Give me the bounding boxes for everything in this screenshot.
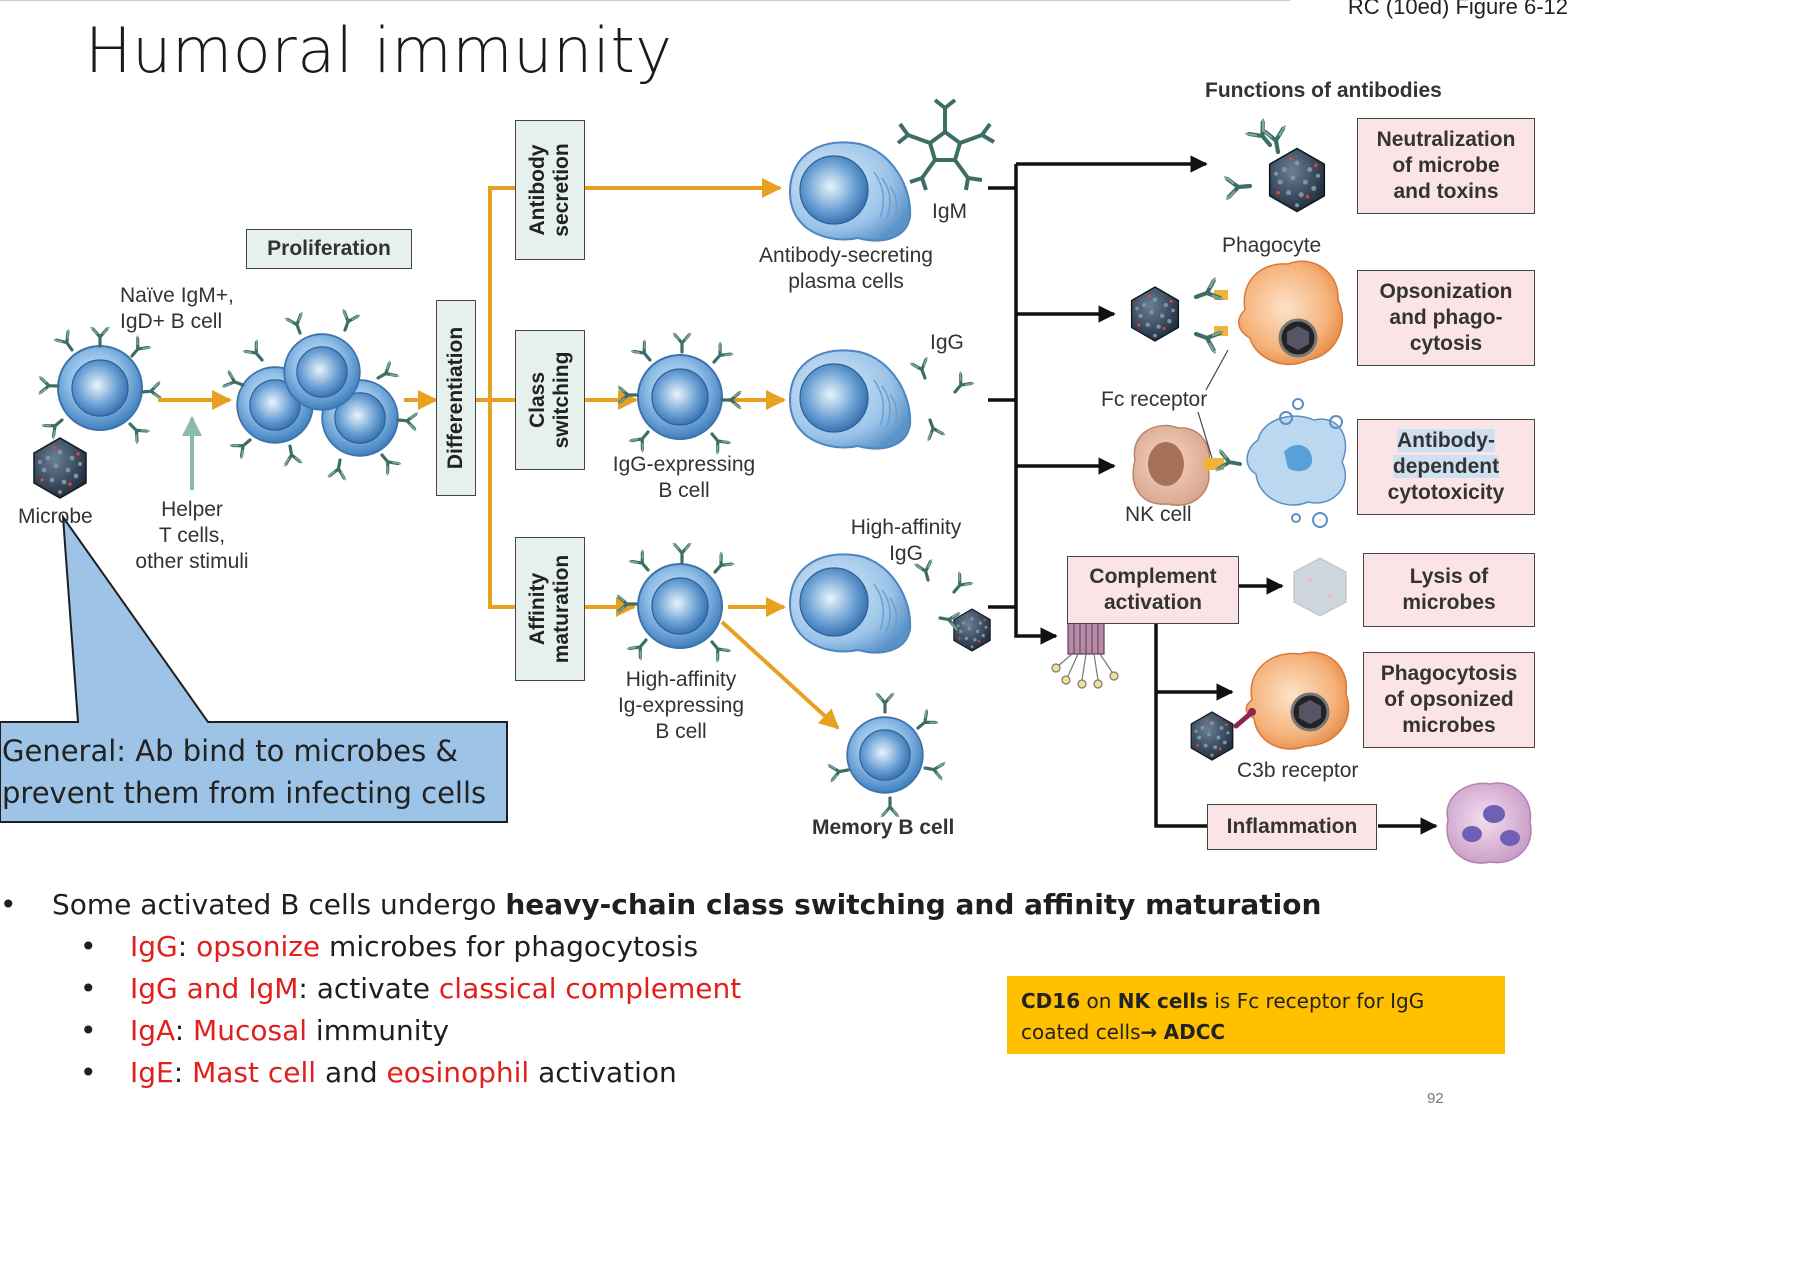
functions-header: Functions of antibodies [1205, 79, 1442, 102]
fc-receptor-pointer [1205, 349, 1229, 391]
c3b-receptor-label: C3b receptor [1237, 759, 1359, 782]
nk-cell-label: NK cell [1125, 503, 1192, 526]
neutrophil-icon [1446, 782, 1532, 864]
microbe-icon [33, 437, 87, 499]
class-switching-line1: Class [526, 371, 549, 429]
igg-label: IgG [930, 331, 964, 354]
phagocyte-opsonized-icon [1190, 651, 1350, 761]
high-affinity-b-cell [615, 541, 737, 664]
phagocyte-label: Phagocyte [1222, 234, 1322, 257]
naive-b-cell [37, 325, 164, 446]
proliferation-box: Proliferation [246, 229, 412, 269]
target-cell-icon [1213, 398, 1347, 528]
opsonized-microbe-icon [1130, 278, 1224, 354]
affinity-maturation-line1: Affinity [526, 572, 549, 646]
page-number: 92 [1427, 1090, 1444, 1107]
igg-b-cell [616, 331, 743, 456]
plasma-cell-igm [789, 98, 996, 242]
nk-cell-icon [1132, 424, 1224, 506]
proliferation-label: Proliferation [267, 237, 391, 260]
slide-title: Humoral immunity [85, 14, 673, 87]
plasma-cell-igg [789, 349, 976, 450]
orange-arrows [158, 178, 840, 730]
microbe-label: Microbe [18, 505, 93, 528]
inflammation-box: Inflammation [1207, 804, 1377, 850]
affinity-maturation-line2: maturation [550, 554, 573, 664]
humoral-immunity-diagram [0, 98, 1532, 864]
callout-balloon [0, 513, 508, 823]
naive-b-cell-label: Naïve IgM+,IgD+ B cell [120, 284, 234, 333]
class-switching-line2: switching [550, 351, 573, 449]
memory-b-cell [826, 691, 947, 819]
antibody-secretion-line2: secretion [550, 143, 573, 237]
figure-reference: RC (10ed) Figure 6-12 [1347, 0, 1568, 19]
igm-label: IgM [932, 200, 968, 223]
fc-receptor-label: Fc receptor [1101, 388, 1208, 411]
proliferating-b-cells [220, 307, 420, 482]
neutralization-icon [1224, 119, 1326, 213]
plasma-cell-high-affinity [789, 553, 991, 654]
phagocyte-icon [1214, 260, 1343, 366]
cd16-note: CD16 on NK cells is Fc receptor for IgG … [1007, 976, 1505, 1054]
memory-b-cell-label: Memory B cell [812, 816, 955, 839]
antibody-secretion-line1: Antibody [526, 144, 549, 236]
differentiation-box: Differentiation [436, 300, 476, 496]
igm-pentamer [896, 98, 996, 191]
callout-text: General: Ab bind to microbes &prevent th… [2, 734, 487, 810]
complement-icon [1051, 617, 1119, 689]
lysed-microbe-icon [1293, 557, 1347, 617]
function-arrows [988, 155, 1438, 835]
top-rule [0, 0, 1290, 1]
